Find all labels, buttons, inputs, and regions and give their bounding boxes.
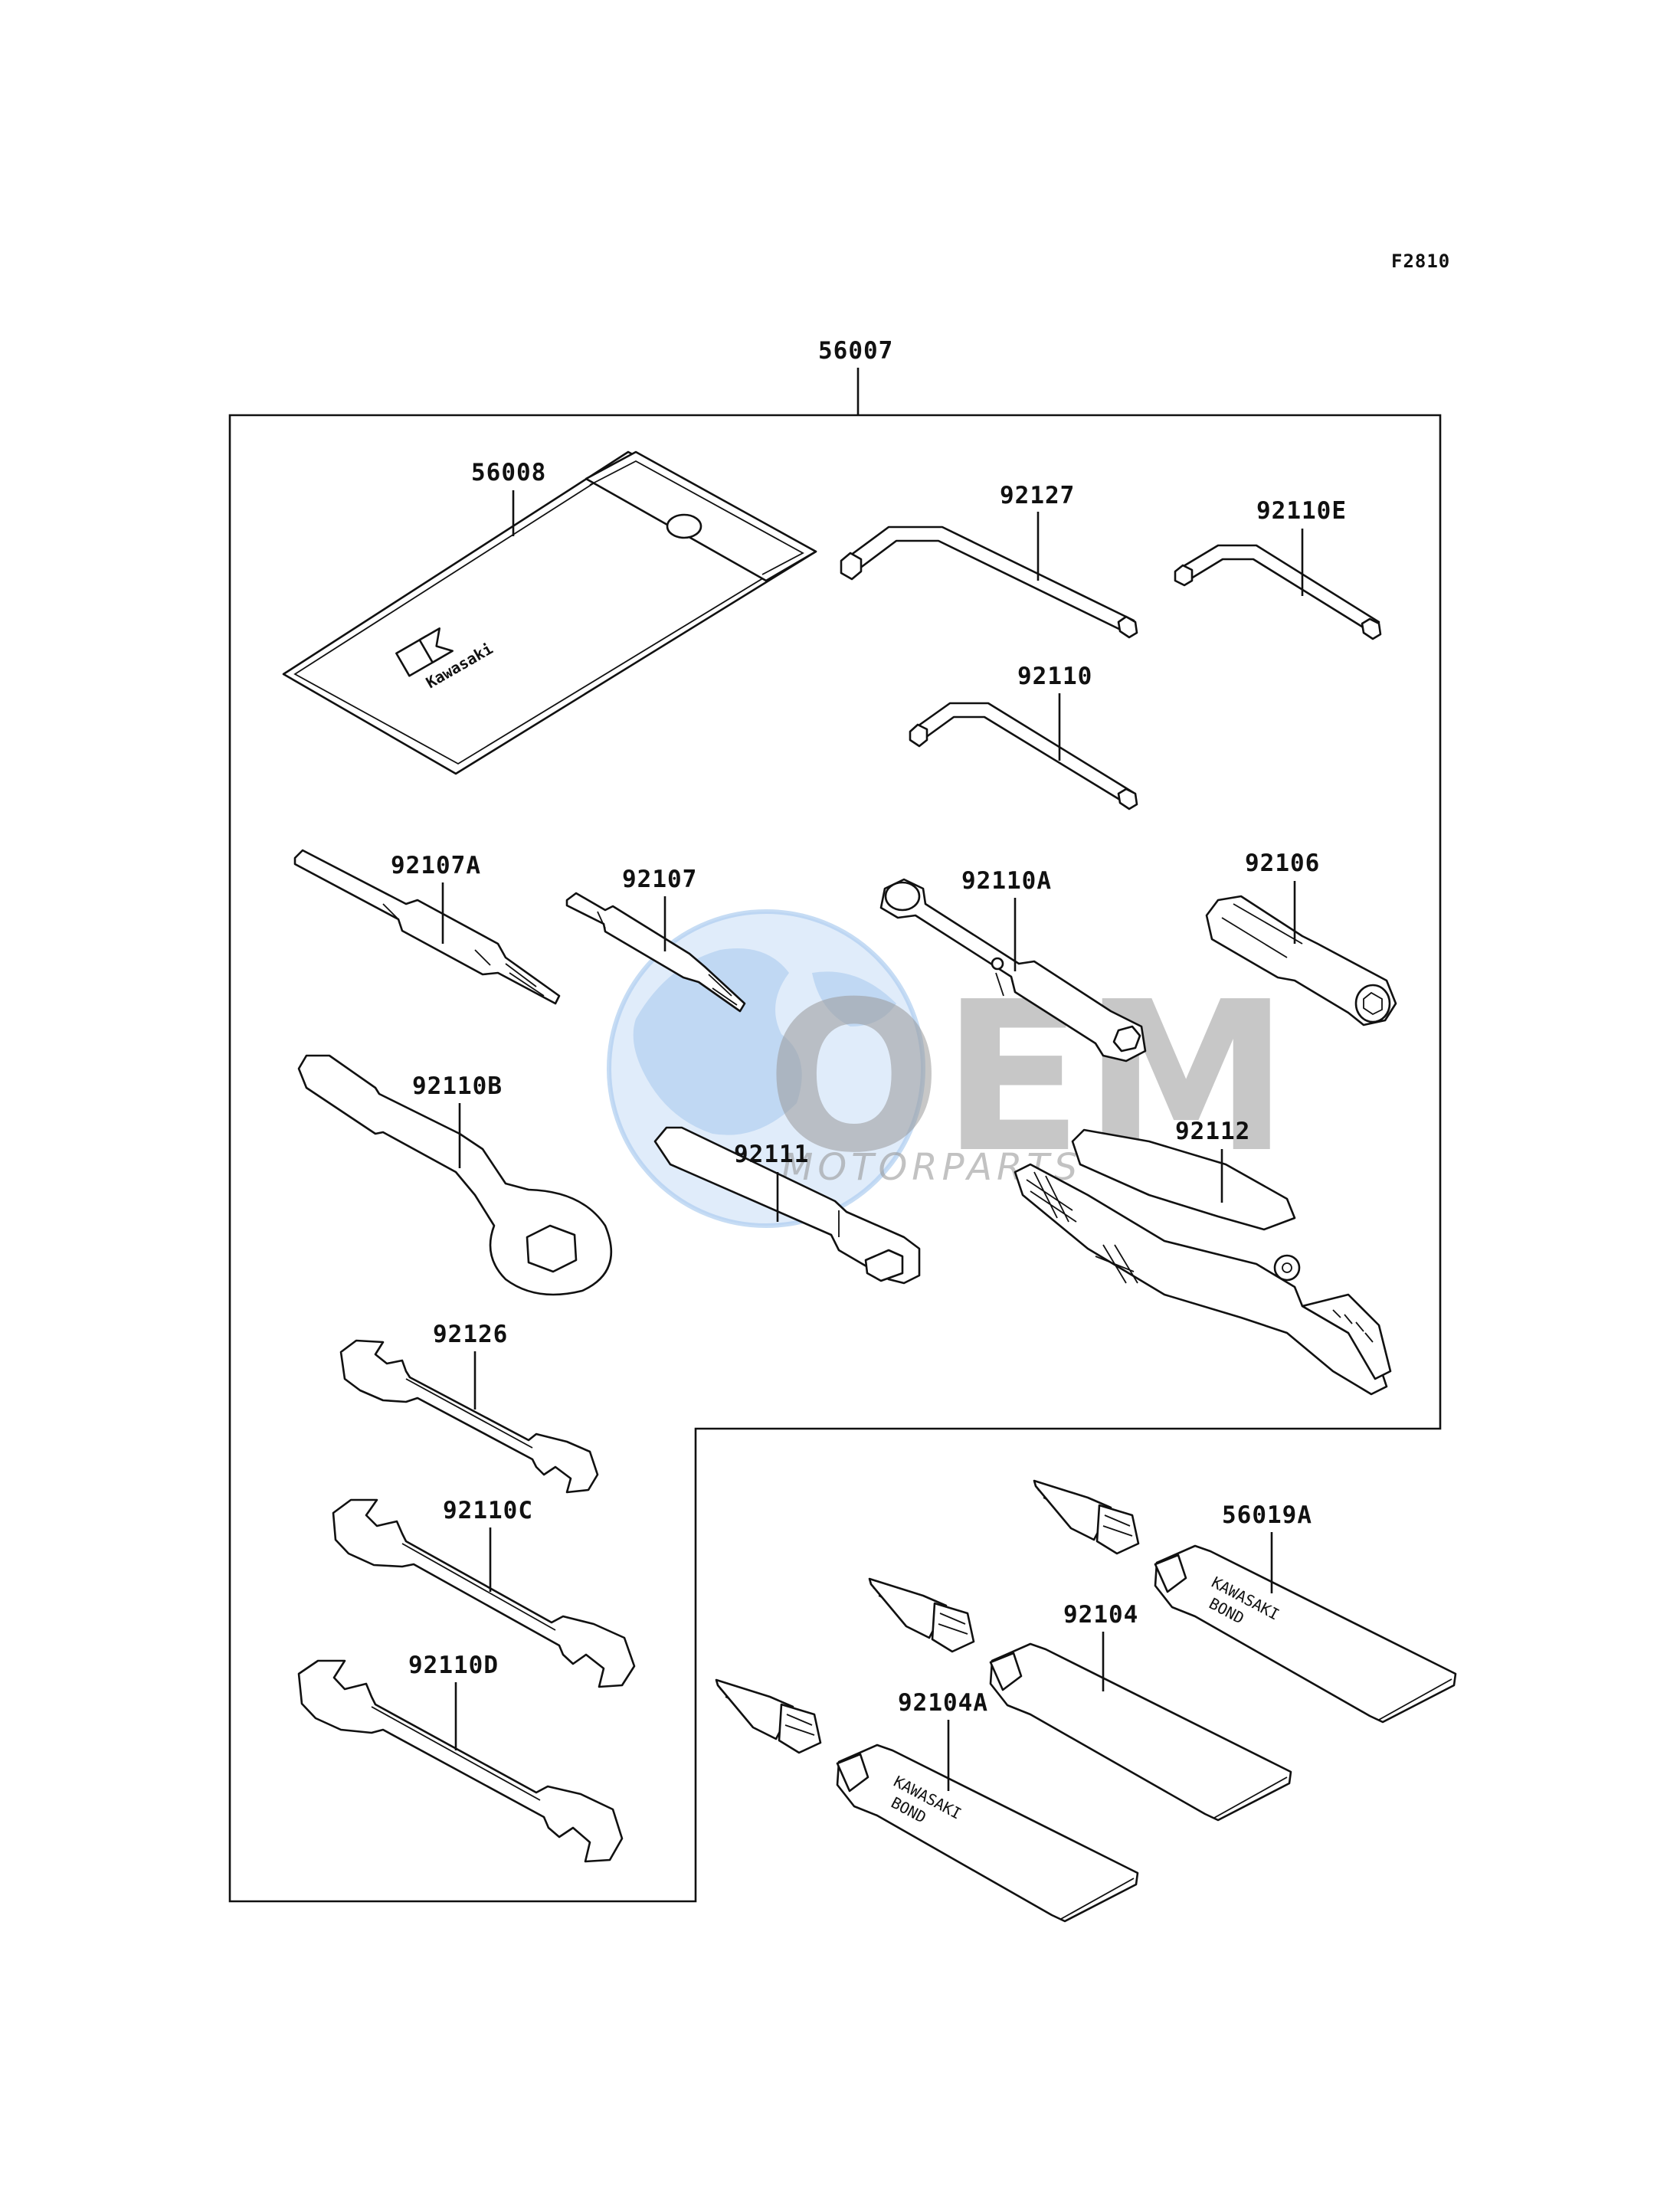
pliers-92112: [1014, 1128, 1392, 1396]
label-92104: 92104: [1063, 1601, 1138, 1629]
label-56019A: 56019A: [1222, 1501, 1312, 1529]
label-92110E: 92110E: [1256, 497, 1347, 525]
label-92110D: 92110D: [408, 1652, 499, 1679]
open-end-wrench-92110C: [332, 1498, 636, 1688]
label-92127: 92127: [1000, 482, 1075, 509]
label-56007: 56007: [818, 337, 893, 365]
figure-code: F2810: [1391, 250, 1450, 272]
label-92110B: 92110B: [412, 1072, 503, 1100]
bond-tube-92104A: KAWASAKI BOND: [715, 1678, 1139, 1923]
screwdriver-bit-92107: [565, 892, 746, 1013]
open-end-wrench-92126: [339, 1339, 599, 1494]
label-92106: 92106: [1245, 850, 1320, 877]
kit-outline: [228, 414, 1442, 1903]
label-92111: 92111: [734, 1141, 809, 1168]
label-92110C: 92110C: [443, 1497, 533, 1524]
box-spanner-92110A: [879, 878, 1147, 1062]
label-92104A: 92104A: [898, 1689, 988, 1717]
label-92126: 92126: [433, 1321, 508, 1348]
label-92112: 92112: [1175, 1118, 1250, 1145]
label-92107A: 92107A: [391, 852, 481, 879]
label-92110: 92110: [1017, 663, 1092, 690]
ring-wrench-92110B: [297, 1054, 612, 1296]
handle-92111: [653, 1126, 921, 1285]
label-92107: 92107: [622, 866, 697, 893]
adapter-92106: [1205, 895, 1397, 1026]
hex-wrench-92110E: [1174, 544, 1382, 640]
hex-wrench-92127: [840, 526, 1138, 639]
hex-wrench-92110: [909, 702, 1138, 810]
label-56008: 56008: [471, 459, 546, 486]
screwdriver-bit-92107A: [293, 849, 561, 1005]
label-92110A: 92110A: [961, 867, 1052, 895]
open-end-wrench-92110D: [297, 1659, 624, 1863]
bond-tube-56019A: KAWASAKI BOND: [1033, 1479, 1457, 1724]
tool-pouch-56008: Kawasaki: [282, 450, 817, 775]
bond-tube-92104: [868, 1577, 1292, 1822]
